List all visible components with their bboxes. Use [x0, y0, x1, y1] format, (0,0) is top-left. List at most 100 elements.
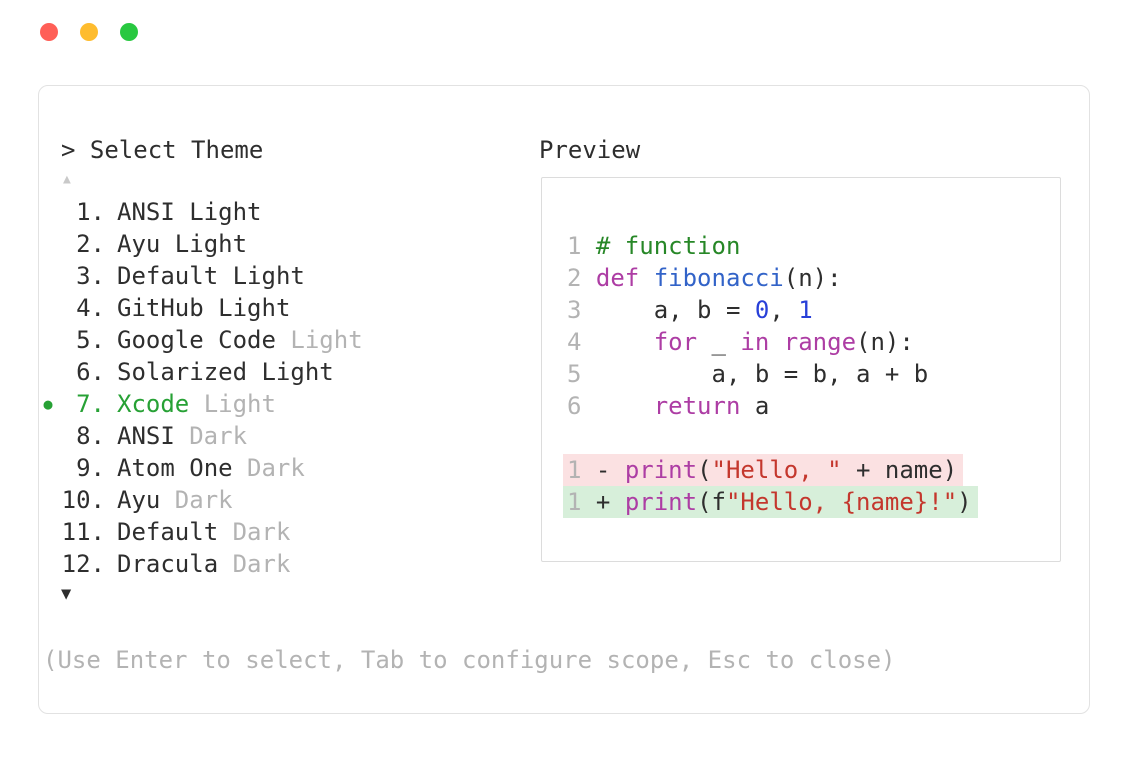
close-button[interactable] [40, 23, 58, 41]
code-token: , [769, 296, 799, 324]
theme-item-dracula-dark[interactable]: 12. Dracula Dark [39, 548, 363, 580]
code-token: range [783, 328, 857, 356]
theme-variant: Light [218, 294, 291, 322]
theme-item-xcode-light[interactable]: ● 7. Xcode Light [39, 388, 363, 420]
code-token: (n): [783, 264, 842, 292]
code-token: 1 [798, 296, 813, 324]
theme-variant: Dark [189, 422, 248, 450]
code-line: 1 # function [567, 230, 978, 262]
minimize-button[interactable] [80, 23, 98, 41]
theme-item-google-code-light[interactable]: 5. Google Code Light [39, 324, 363, 356]
code-token: "Hello, {name}!" [725, 488, 958, 516]
code-line: 1 + print(f"Hello, {name}!") [563, 486, 978, 518]
code-token: return [653, 392, 741, 420]
scroll-down-icon[interactable]: ▼ [61, 584, 72, 604]
theme-number: 7. [76, 390, 105, 418]
code-token [769, 328, 783, 356]
line-number: 1 [567, 456, 596, 484]
theme-variant: Light [290, 326, 363, 354]
selected-bullet-icon: ● [43, 395, 53, 413]
code-token: # function [595, 232, 741, 260]
theme-variant: Light [203, 390, 276, 418]
theme-number: 12. [61, 550, 105, 578]
theme-name: Xcode [117, 390, 190, 418]
theme-variant: Dark [247, 454, 305, 482]
source-line: 2 def fibonacci(n): [567, 262, 842, 294]
code-token: 0 [754, 296, 770, 324]
code-token: for [653, 328, 698, 356]
theme-name: Dracula [117, 550, 219, 578]
code-token: - [595, 456, 625, 484]
code-token: "Hello, " [711, 456, 842, 484]
scroll-up-icon[interactable]: ▲ [63, 172, 71, 187]
code-token: def [595, 264, 654, 292]
code-line: 6 return a [567, 390, 978, 422]
code-token: (n): [856, 328, 914, 356]
theme-item-ayu-light[interactable]: 2. Ayu Light [39, 228, 363, 260]
code-line: 3 a, b = 0, 1 [567, 294, 978, 326]
line-number: 2 [567, 264, 596, 292]
code-token: print [624, 488, 698, 516]
theme-name: Default [117, 518, 219, 546]
theme-name: Ayu [117, 230, 161, 258]
code-line: 2 def fibonacci(n): [567, 262, 978, 294]
code-token: print [624, 456, 698, 484]
theme-variant: Light [261, 358, 334, 386]
picker-title: > Select Theme [61, 136, 264, 164]
theme-name: Solarized [117, 358, 248, 386]
theme-item-ayu-dark[interactable]: 10. Ayu Dark [39, 484, 363, 516]
theme-number: 8. [76, 422, 105, 450]
code-token: fibonacci [653, 264, 784, 292]
line-number: 1 [567, 232, 596, 260]
diff-line-added: 1 + print(f"Hello, {name}!") [563, 486, 978, 518]
code-token: ) [957, 488, 972, 516]
theme-number: 6. [76, 358, 105, 386]
footer-hint: (Use Enter to select, Tab to configure s… [43, 646, 896, 674]
line-number: 1 [567, 488, 596, 516]
theme-name: Ayu [117, 486, 161, 514]
theme-number: 2. [76, 230, 105, 258]
preview-title: Preview [539, 136, 641, 164]
theme-item-ansi-dark[interactable]: 8. ANSI Dark [39, 420, 363, 452]
code-token: + name) [841, 456, 958, 484]
theme-name: Google Code [117, 326, 276, 354]
code-token: a [740, 392, 770, 420]
source-line: 6 return a [567, 390, 769, 422]
theme-number: 3. [76, 262, 105, 290]
theme-name: ANSI [117, 422, 175, 450]
theme-name: ANSI [117, 198, 175, 226]
code-line: 5 a, b = b, a + b [567, 358, 978, 390]
code-token [596, 328, 654, 356]
theme-number: 10. [61, 486, 105, 514]
theme-number: 11. [61, 518, 105, 546]
source-line: 5 a, b = b, a + b [567, 358, 928, 390]
code-line [567, 422, 978, 454]
zoom-button[interactable] [120, 23, 138, 41]
theme-variant: Dark [174, 486, 233, 514]
theme-variant: Dark [232, 518, 291, 546]
theme-variant: Light [232, 262, 305, 290]
code-line: 1 - print("Hello, " + name) [563, 454, 978, 486]
code-token: in [740, 328, 770, 356]
diff-line-removed: 1 - print("Hello, " + name) [563, 454, 964, 486]
theme-variant: Dark [232, 550, 291, 578]
theme-item-solarized-light[interactable]: 6. Solarized Light [39, 356, 363, 388]
theme-name: GitHub [117, 294, 204, 322]
line-number: 5 [567, 360, 596, 388]
theme-item-default-dark[interactable]: 11. Default Dark [39, 516, 363, 548]
theme-variant: Light [189, 198, 262, 226]
code-token [596, 392, 654, 420]
theme-variant: Light [174, 230, 248, 258]
theme-number: 5. [76, 326, 105, 354]
code-token: _ [697, 328, 741, 356]
window-controls [40, 23, 138, 41]
code-token: ( [697, 456, 712, 484]
